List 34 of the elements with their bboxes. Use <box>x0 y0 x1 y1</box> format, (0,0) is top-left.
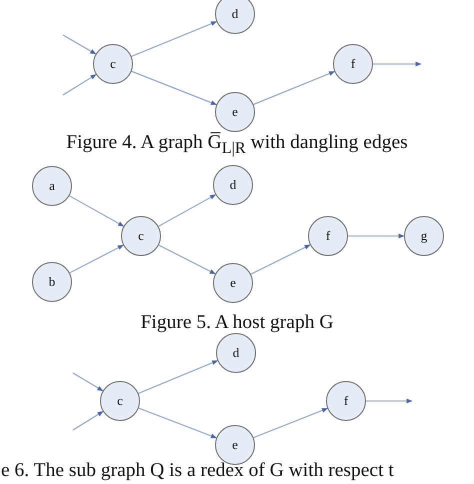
arrow <box>72 411 104 430</box>
arrow <box>62 34 96 54</box>
figure-caption: Figure 5. A host graph G <box>140 312 334 334</box>
node-circle: c <box>100 381 140 421</box>
arrow <box>253 408 328 438</box>
arrow <box>131 70 217 106</box>
node-circle: e <box>213 263 253 303</box>
node-circle: c <box>93 44 133 84</box>
node-circle: d <box>213 165 253 205</box>
arrow <box>138 360 218 394</box>
node-circle: g <box>404 216 444 256</box>
arrow <box>253 71 336 105</box>
arrow <box>131 21 218 57</box>
arrow <box>70 244 124 274</box>
node-circle: c <box>121 216 161 256</box>
arrow <box>72 372 104 392</box>
arrow <box>250 244 311 275</box>
node-circle: d <box>216 333 256 373</box>
node-circle: f <box>326 381 366 421</box>
node-circle: b <box>32 262 72 302</box>
node-circle: e <box>215 92 255 132</box>
arrow <box>158 244 216 274</box>
arrow <box>62 74 96 96</box>
arrow <box>158 194 216 227</box>
arrow <box>138 408 217 438</box>
arrow <box>373 62 422 66</box>
node-circle: d <box>215 0 255 34</box>
arrow <box>69 195 124 227</box>
arrow <box>348 234 405 238</box>
node-circle: a <box>32 166 72 206</box>
node-circle: f <box>308 216 348 256</box>
arrow <box>366 398 413 404</box>
figure-caption: Figure 4. A graph G̅$_{L|R}$ with dangling edges <box>66 132 408 158</box>
node-circle: f <box>333 44 373 84</box>
